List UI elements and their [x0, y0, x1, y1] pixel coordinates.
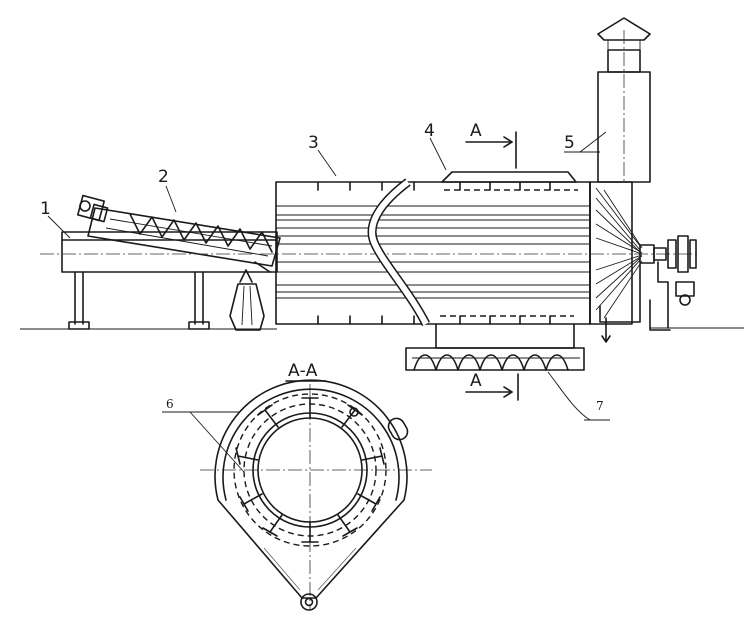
burner-nozzle — [229, 269, 265, 331]
drum-band — [441, 171, 578, 191]
callout-7: 7 — [596, 399, 604, 413]
section-title: А-А — [288, 361, 318, 381]
drying-drum — [275, 178, 591, 327]
callouts: 1 2 3 4 5 7 6 — [40, 121, 610, 473]
discharge-screw — [405, 347, 585, 371]
furnace-housing — [589, 181, 667, 343]
drive-unit — [649, 235, 744, 331]
section-marker-top: A — [465, 121, 517, 169]
feeder-table — [20, 231, 278, 330]
lower-housing — [435, 315, 575, 349]
inclined-screw — [76, 194, 281, 273]
callout-6: 6 — [166, 397, 174, 411]
callout-5: 5 — [564, 133, 575, 153]
section-a-a: А-А — [200, 361, 432, 611]
callout-3: 3 — [308, 133, 319, 153]
callout-1: 1 — [40, 199, 51, 219]
section-mark-bottom-label: A — [470, 371, 482, 391]
chimney — [597, 17, 651, 183]
callout-4: 4 — [424, 121, 435, 141]
callout-2: 2 — [158, 167, 169, 187]
section-mark-top-label: A — [470, 121, 482, 141]
section-marker-bottom: A — [465, 371, 519, 401]
